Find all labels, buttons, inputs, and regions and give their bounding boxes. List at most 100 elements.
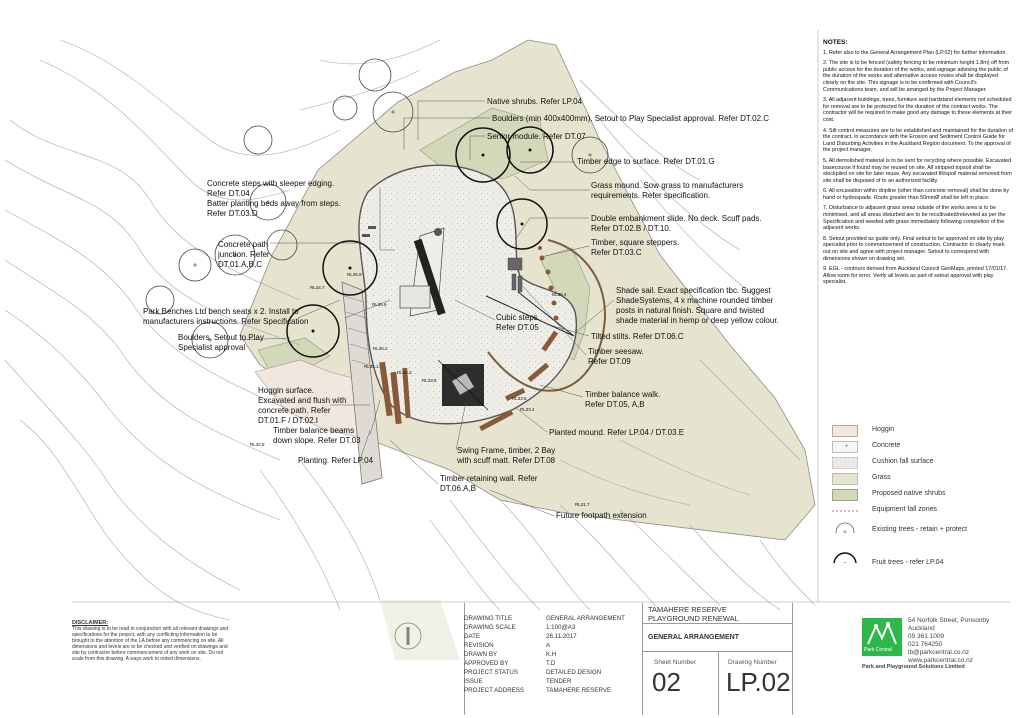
company-email: lb@parkcentral.co.nz	[908, 649, 970, 656]
note-item: 1. Refer also to the General Arrangement…	[823, 49, 1007, 56]
senior-module	[399, 227, 446, 317]
legend-label: Grass	[872, 474, 891, 481]
legend-swatch-cushion	[832, 457, 858, 469]
company-address: 54 Norfolk Street, Ponsonby	[908, 617, 990, 624]
legend-existing-trees: Existing trees - retain + protect	[832, 520, 1012, 544]
company-address: Auckland	[908, 625, 935, 632]
callout-hoggin-surface: Hoggin surface. Excavated and flush with…	[258, 386, 347, 425]
tb-value: DETAILED DESIGN	[546, 669, 602, 676]
legend-label: Concrete	[872, 442, 901, 449]
tb-value: T.D	[546, 660, 556, 667]
concrete-steps	[343, 295, 373, 367]
callout-future-footpath: Future footpath extension	[556, 511, 647, 520]
sheet-number: 02	[652, 667, 681, 697]
level-label: RL35.9	[347, 272, 362, 277]
legend-concrete: + Concrete	[832, 440, 1012, 454]
company-name: Park and Playground Solutions Limited	[862, 664, 965, 670]
level-label: RL35.2	[373, 346, 388, 351]
contour-lines	[4, 39, 816, 621]
callout-native-shrubs: Native shrubs. Refer LP.04	[487, 97, 583, 106]
company-website: www.parkcentral.co.nz	[908, 657, 974, 664]
legend-grass: Grass	[832, 472, 1012, 486]
callout-concrete-path: Concrete path junction. Refer DT.01.A,B,…	[218, 240, 270, 269]
level-label: RL35.1	[364, 364, 379, 369]
existing-trees	[145, 58, 609, 359]
callout-timber-seesaw: Timber seesaw. Refer DT.09	[588, 347, 644, 366]
callout-concrete-steps: Concrete steps with sleeper edging. Refe…	[207, 179, 341, 218]
callout-cubic-steps: Cubic steps. Refer DT.05	[496, 313, 541, 332]
level-label: RL34.7	[310, 285, 325, 290]
level-label: RL33.8	[422, 378, 437, 383]
tb-key: PROJECT ADDRESS	[464, 687, 525, 694]
notes-heading: NOTES:	[823, 39, 848, 46]
tb-value: TAMAHERE RESERVE	[546, 687, 612, 694]
tb-value: 1:100@A3	[546, 624, 576, 631]
tb-value: GENERAL ARRANGEMENT	[546, 615, 625, 622]
legend-swatch-grass	[832, 473, 858, 485]
fruit-tree-icon	[833, 552, 857, 563]
legend-fruit-trees: Fruit trees - refer LP.04	[832, 550, 1012, 578]
swing-frame	[437, 359, 489, 411]
note-item: 4. Silt control measures are to be estab…	[823, 127, 1013, 154]
legend-shrubs: Proposed native shrubs	[832, 488, 1012, 502]
legend-swatch-concrete: +	[832, 441, 858, 453]
timber-steppers	[538, 246, 559, 321]
disclaimer: DISCLAIMER: This drawing is to be read i…	[72, 620, 232, 662]
disclaimer-heading: DISCLAIMER:	[72, 620, 109, 626]
drawing-title: GENERAL ARRANGEMENT	[648, 634, 740, 641]
note-item: 7. Disturbance to adjacent grass areas o…	[823, 205, 1006, 232]
legend-label: Fruit trees - refer LP.04	[872, 559, 944, 566]
concrete-path	[341, 281, 383, 485]
legend-swatch-fallzone	[832, 510, 858, 512]
tb-key: DATE	[464, 633, 481, 640]
level-label: RL35.4	[552, 292, 567, 297]
callout-balance-walk: Timber balance walk. Refer DT.05, A,B	[585, 390, 661, 409]
tb-key: ISSUE	[464, 678, 483, 685]
callout-swing-frame: Swing Frame, timber, 2 Bay with scuff ma…	[457, 446, 556, 465]
note-item: 3. All adjacent buildings, trees, furnit…	[823, 97, 1013, 123]
playground-logo-icon	[867, 621, 897, 645]
fruit-tree-markers	[311, 148, 532, 333]
legend-hoggin: Hoggin	[832, 424, 1012, 438]
level-label: RL35.6	[372, 302, 387, 307]
level-label: RL33.6	[512, 396, 527, 401]
callout-planting: Planting. Refer LP.04	[298, 456, 374, 465]
note-item: 9. EGL - contours derived from Auckland …	[823, 266, 1008, 286]
callout-shade-sail: Shade sail. Exact specification tbc. Sug…	[616, 286, 779, 325]
callout-boulders-top: Boulders (min 400x400mm). Setout to Play…	[492, 114, 770, 123]
title-block: DRAWING TITLE GENERAL ARRANGEMENT DRAWIN…	[390, 603, 1024, 718]
tb-key: DRAWING SCALE	[464, 624, 516, 631]
company-phone: 09 361 1009	[908, 633, 945, 640]
sheet-number-label: Sheet Number	[654, 659, 696, 666]
callout-retaining-wall: Timber retaining wall. Refer DT.06.A,B	[440, 474, 538, 493]
note-item: 2. The site is to be fenced (safety fenc…	[823, 60, 1010, 93]
legend-label: Hoggin	[872, 426, 895, 433]
legend-cushion: Cushion fall surface	[832, 456, 1012, 470]
drawing-number: LP.02	[726, 667, 791, 697]
tb-value: K.H	[546, 651, 557, 658]
level-label: RL33.4	[520, 407, 535, 412]
fruit-trees	[286, 126, 554, 358]
notes-panel: NOTES: 1. Refer also to the General Arra…	[823, 39, 1013, 290]
level-label: RL31.7	[575, 502, 590, 507]
callout-senior-module: Senior module. Refer DT.07	[487, 132, 586, 141]
tb-value: A	[546, 642, 551, 649]
legend-label: Cushion fall surface	[872, 458, 934, 465]
callout-grass-mound: Grass mound. Sow grass to manufacturers …	[591, 181, 744, 200]
level-label: RL34.3	[397, 370, 412, 375]
drawing-number-label: Drawing Number	[728, 659, 777, 666]
bench-seats	[362, 226, 376, 237]
existing-tree-markers	[193, 110, 592, 342]
legend-label: Proposed native shrubs	[872, 490, 946, 497]
note-item: 6. All excavation within dripline (other…	[823, 188, 1010, 201]
timber-balance-walk	[505, 330, 559, 401]
tb-key: DRAWING TITLE	[464, 615, 513, 622]
callout-planted-mound: Planted mound. Refer LP.04 / DT.03.E	[549, 428, 685, 437]
timber-retaining-wall	[379, 361, 514, 432]
callout-park-benches: Park Benches Ltd bench seats x 2. Instal…	[143, 307, 309, 326]
tb-key: DRAWN BY	[464, 651, 498, 658]
tb-key: REVISION	[464, 642, 494, 649]
tb-value: 28.11.2017	[546, 633, 577, 640]
